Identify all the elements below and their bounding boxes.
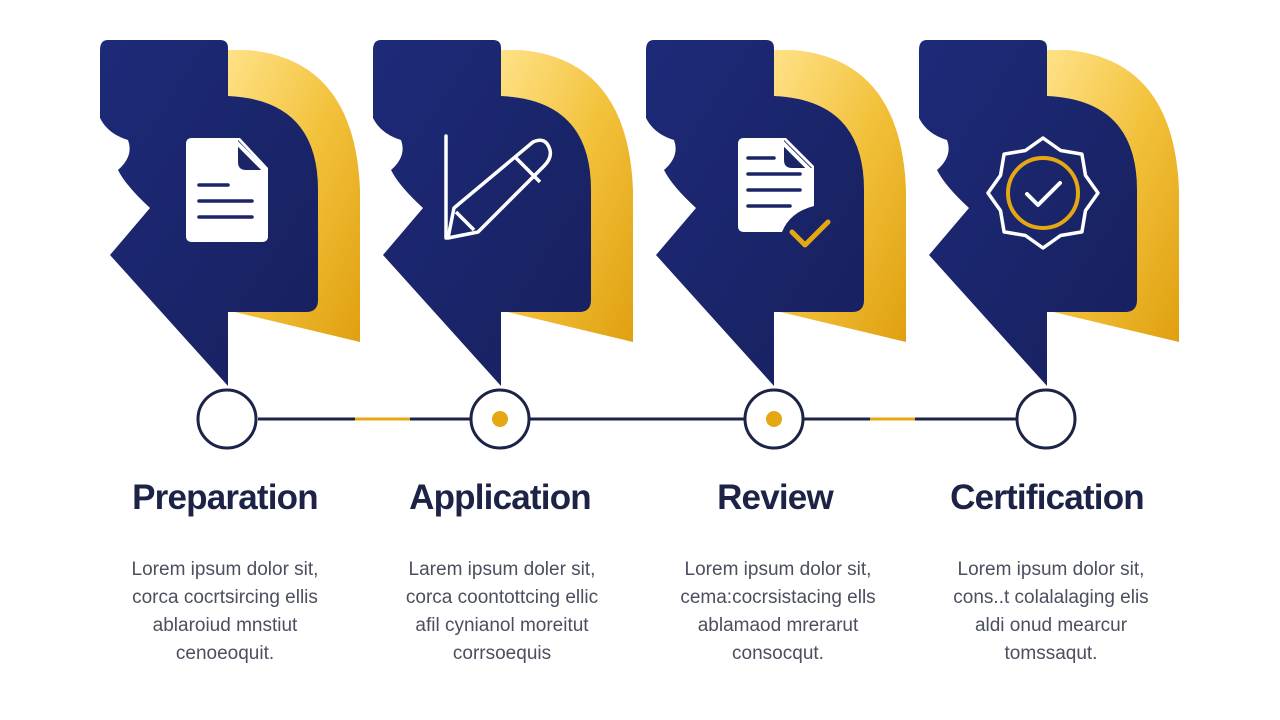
step-description-application: Larem ipsum doler sit, corca coontottcin… bbox=[372, 556, 632, 668]
description-line: consocqut. bbox=[732, 643, 824, 664]
pencil-icon bbox=[444, 134, 553, 240]
description-line: tomssaqut. bbox=[1004, 643, 1098, 664]
document-icon bbox=[186, 138, 268, 242]
description-line: afil cynianol moreitut bbox=[415, 615, 589, 636]
step-description-certification: Lorem ipsum dolor sit, cons..t colalalag… bbox=[921, 556, 1181, 668]
description-line: ablamaod mrerarut bbox=[697, 615, 859, 636]
description-line: Lorem ipsum dolor sit, bbox=[684, 559, 872, 580]
timeline-node-dot bbox=[492, 411, 508, 427]
timeline-node-certification bbox=[1015, 388, 1077, 450]
navy-shape bbox=[919, 40, 1137, 386]
step-title-review: Review bbox=[717, 478, 834, 517]
description-line: cenoeoquit. bbox=[175, 643, 275, 664]
step-description-preparation: Lorem ipsum dolor sit, corca cocrtsircin… bbox=[95, 556, 355, 668]
description-line: corca cocrtsircing ellis bbox=[132, 587, 318, 608]
description-line: Larem ipsum doler sit, bbox=[408, 559, 596, 580]
description-line: Lorem ipsum dolor sit, bbox=[957, 559, 1145, 580]
description-line: corrsoequis bbox=[452, 643, 552, 664]
timeline-node-preparation bbox=[196, 388, 258, 450]
description-line: Lorem ipsum dolor sit, bbox=[131, 559, 319, 580]
timeline-node-dot bbox=[766, 411, 782, 427]
step-description-review: Lorem ipsum dolor sit, cema:cocrsistacin… bbox=[648, 556, 908, 668]
description-line: ablaroiud mnstiut bbox=[152, 615, 298, 636]
badge-check-icon bbox=[986, 136, 1100, 250]
step-card-application bbox=[373, 40, 633, 386]
description-line: cema:cocrsistacing ells bbox=[680, 587, 876, 608]
document-check-icon bbox=[738, 138, 831, 248]
step-title-application: Application bbox=[409, 478, 592, 517]
description-line: aldi onud mearcur bbox=[974, 615, 1128, 636]
description-line: cons..t colalalaging elis bbox=[953, 587, 1149, 608]
step-title-certification: Certification bbox=[950, 478, 1145, 517]
navy-shape bbox=[373, 40, 591, 386]
step-title-preparation: Preparation bbox=[132, 478, 319, 517]
description-line: corca coontottcing ellic bbox=[405, 587, 599, 608]
step-card-certification bbox=[919, 40, 1179, 386]
